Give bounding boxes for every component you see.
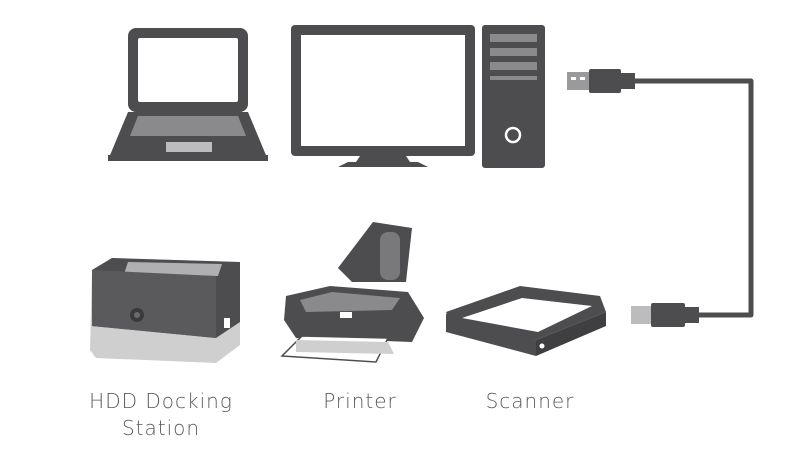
hdd-dock-icon [90,258,240,363]
scanner-label: Scanner [485,389,575,413]
scanner-icon [446,286,606,356]
usb-a-plug-icon [567,69,635,93]
hdd-label-line2: Station [121,416,201,440]
hdd-label-line1: HDD Docking [89,389,233,413]
usb-cable [635,78,754,318]
monitor-icon [291,25,475,167]
laptop-icon [108,28,268,161]
pc-tower-icon [482,25,545,168]
printer-icon [280,222,424,363]
usb-b-plug-icon [631,303,699,327]
hdd-docking-station-label: HDD Docking Station [56,388,266,442]
printer-label: Printer [323,389,397,413]
